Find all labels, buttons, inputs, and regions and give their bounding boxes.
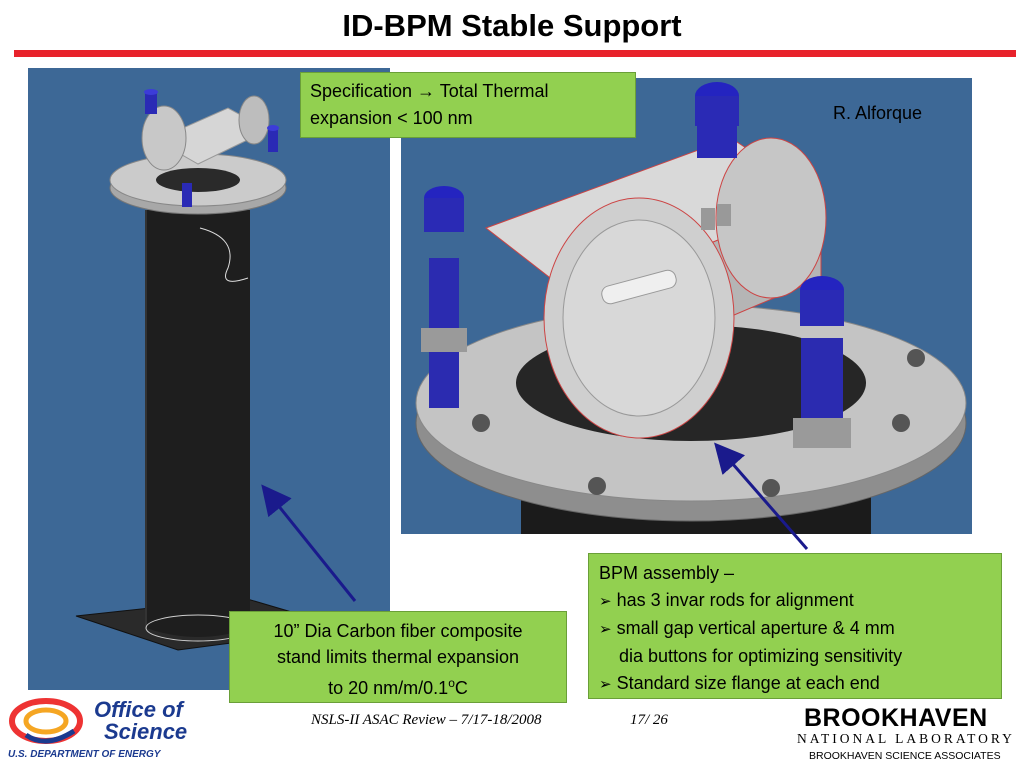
carbon-line-1: 10” Dia Carbon fiber composite	[273, 621, 523, 641]
bpm-item: ➢ Standard size flange at each end	[599, 670, 991, 698]
brookhaven-logo: BROOKHAVEN	[804, 704, 988, 732]
bpm-item-text: has 3 invar rods for alignment	[616, 590, 854, 610]
footer-review-label: NSLS-II ASAC Review – 7/17-18/2008	[311, 712, 542, 728]
office-of-science-logo: Office of Science U.S. DEPARTMENT OF ENE…	[8, 697, 187, 760]
national-laboratory-label: NATIONAL LABORATORY	[797, 731, 1015, 746]
bpm-item-text: small gap vertical aperture & 4 mm	[616, 618, 895, 638]
carbon-line-3b: C	[454, 678, 468, 698]
spec-line-1: Specification → Total Thermal	[310, 81, 549, 101]
author-label: R. Alforque	[833, 103, 923, 123]
carbon-degree-sup: o	[448, 676, 455, 690]
doe-office-text: Office of	[94, 697, 186, 722]
carbon-line-2: stand limits thermal expansion	[276, 647, 520, 667]
carbon-fiber-note: 10” Dia Carbon fiber composite stand lim…	[229, 611, 567, 703]
bullet-arrow-icon: ➢	[599, 676, 612, 693]
spec-line-2: expansion < 100 nm	[310, 108, 473, 128]
carbon-line-3a: to 20 nm/m/0.1	[328, 678, 449, 698]
doe-department-text: U.S. DEPARTMENT OF ENERGY	[8, 749, 162, 760]
stand-render-image	[28, 68, 390, 690]
bullet-arrow-icon: ➢	[599, 621, 612, 638]
bpm-item-continuation: dia buttons for optimizing sensitivity	[619, 646, 903, 666]
bullet-arrow-icon: ➢	[599, 593, 612, 610]
brookhaven-associates-label: BROOKHAVEN SCIENCE ASSOCIATES	[809, 750, 1001, 762]
title-underline	[14, 50, 1016, 57]
specification-note: Specification → Total Thermal expansion …	[300, 72, 636, 138]
doe-science-text: Science	[104, 719, 187, 744]
stand-arrow	[261, 484, 357, 602]
bpm-arrow	[714, 442, 809, 550]
carbon-line-3: to 20 nm/m/0.1oC	[238, 670, 558, 701]
bpm-heading: BPM assembly –	[599, 563, 735, 583]
slide-title: ID-BPM Stable Support	[342, 8, 682, 43]
page-number: 17/ 26	[630, 712, 668, 728]
bpm-assembly-render-image	[401, 78, 972, 534]
bpm-item: ➢ has 3 invar rods for alignment	[599, 587, 991, 615]
bpm-item-text: Standard size flange at each end	[616, 673, 880, 693]
bpm-assembly-note: BPM assembly – ➢ has 3 invar rods for al…	[588, 553, 1002, 699]
bpm-item: ➢ small gap vertical aperture & 4 mm	[599, 615, 991, 643]
